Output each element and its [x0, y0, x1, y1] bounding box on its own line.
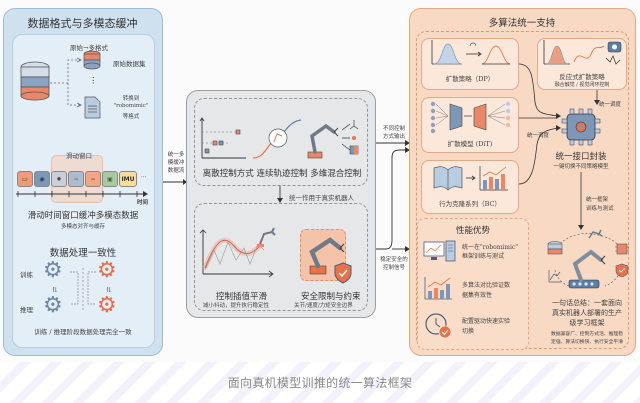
- convert-line3: 等格式: [122, 114, 140, 120]
- monitor-tower-icon: [423, 240, 456, 262]
- unified-interface-chip-icon: [561, 108, 601, 146]
- format-dots: ⋮: [89, 76, 98, 86]
- smoothing-title: 控制插值平滑: [216, 292, 268, 302]
- reactive-dp-label: 反应式扩散策略: [559, 73, 605, 81]
- raw-dataset-icon: [83, 50, 101, 70]
- infer-gear-blue-icon: ⚙: [43, 293, 63, 318]
- reactive-dp-icon: [543, 40, 622, 65]
- interface-title: 统一接口封装: [555, 152, 607, 162]
- summary-line1: 一句话总结：一套面向: [552, 299, 622, 307]
- swap-arrow-left-icon: ⇅: [52, 286, 58, 294]
- summary-detail2: 定强、算法切换快、执行安全平滑: [551, 340, 623, 345]
- document-icon: [84, 96, 101, 119]
- framework-label-2: 训练与测试: [586, 206, 614, 212]
- left-to-mid-label-2: 模缓冲: [167, 160, 185, 166]
- convert-line1: 转换到: [122, 96, 140, 102]
- format-branch-arrows: [50, 57, 82, 108]
- sliding-window-caption: 滑动时间窗口缓冲多模态数据: [27, 211, 139, 221]
- train-label: 训练: [20, 271, 33, 279]
- raw-dataset-label: 原始数据集: [113, 60, 146, 68]
- advantages-card: [417, 218, 529, 350]
- signal-orange-sensor-icon: ~: [85, 171, 101, 187]
- mid-to-right-arrows: [376, 140, 410, 252]
- clock-check-icon: [425, 313, 452, 339]
- sensor-ellipsis: ···: [141, 175, 147, 181]
- advantage-3-line2: 切换: [462, 328, 475, 335]
- summary-detail1: 数据兼容广、控制方式活、推理稳: [551, 332, 623, 337]
- safety-robot-arm-icon: [309, 237, 345, 275]
- algorithm-panel-title: 多算法统一支持: [488, 18, 556, 29]
- dp-distribution-icon: [431, 40, 511, 65]
- safety-title: 安全限制与约束: [301, 292, 361, 302]
- summary-line3: 级学习框架: [569, 319, 605, 327]
- smoothing-chart: [199, 227, 276, 278]
- camera-sensor-icon: ▭: [17, 171, 33, 187]
- source-database-icon: [20, 61, 50, 101]
- consistency-brackets: [70, 268, 96, 310]
- dispatch-label-2: 统一调度: [527, 133, 550, 139]
- consistency-caption: 训练 / 推理阶段数据处理完全一致: [34, 328, 132, 336]
- caption-bar: 面向真机模型训推的统一算法框架: [0, 362, 640, 403]
- summary-robot-illustration: [547, 229, 629, 289]
- advantages-title: 性能优势: [455, 226, 490, 236]
- dit-network-icon: [430, 101, 511, 134]
- advantage-1-line1: 统一在"robomimic": [462, 244, 519, 251]
- bc-book-chart-icon: [433, 166, 508, 191]
- control-modes-caption: 离散控制方式 连续轨迹控制 多维混合控制: [202, 169, 362, 179]
- advantage-1-line2: 框架训练与测试: [462, 253, 505, 260]
- growth-chart-icon: [424, 277, 452, 300]
- dispatch-connectors: [518, 63, 600, 185]
- mid-to-right-bottom-label-2: 控制信号: [382, 265, 405, 271]
- framework-label-1: 统一框架: [586, 197, 609, 203]
- imu-sensor-icon: IMU: [119, 171, 137, 187]
- swap-arrow-right-icon: ⇅: [106, 286, 112, 294]
- mid-to-right-top-label-1: 不同控制: [382, 126, 405, 132]
- time-axis-label: 时间: [137, 200, 149, 206]
- left-to-mid-label-1: 统一多: [167, 152, 185, 158]
- framework-arrow: [578, 172, 584, 230]
- train-gear-orange-icon: ⚙: [97, 258, 117, 283]
- lidar-sensor-icon: ◉: [34, 171, 50, 187]
- chip-sensor-icon: ✹: [51, 171, 67, 187]
- processor-sensor-icon: ▣: [102, 171, 118, 187]
- discrete-control-chart: [199, 117, 246, 159]
- continuous-trajectory-curve: [252, 119, 302, 159]
- summary-line2: 真实机器人部署的生产: [552, 309, 622, 317]
- signal-sensor-icon: ~: [68, 171, 84, 187]
- infer-label: 推理: [20, 306, 33, 314]
- safety-subtitle: 关节/速度/力矩安全边界: [294, 303, 353, 309]
- dp-label: 扩散策略（DP）: [445, 75, 495, 83]
- shield-check-icon: [334, 262, 352, 284]
- dit-label: 扩散模型 (DiT): [447, 140, 493, 148]
- convert-line2: "robomimic": [113, 103, 149, 109]
- mid-to-right-bottom-label-1: 稳定安全的: [380, 257, 408, 263]
- smoothing-subtitle: 减小抖动，提升执行稳定性: [203, 303, 270, 309]
- interface-subtitle: 一键切换不同策略模型: [553, 164, 609, 170]
- format-header: 原始→多格式: [70, 44, 108, 52]
- time-axis: [16, 191, 148, 197]
- left-to-mid-label-3: 数据流: [167, 168, 185, 174]
- consistency-title: 数据处理一致性: [49, 248, 117, 259]
- dit-card: [421, 97, 519, 153]
- mid-internal-arrow: [277, 186, 283, 203]
- mid-to-right-top-label-2: 方式输出: [382, 134, 405, 140]
- control-modes-box: [194, 98, 368, 186]
- advantage-2-line2: 据集有效性: [462, 292, 493, 299]
- bc-label: 行为克隆系列（BC）: [439, 200, 501, 208]
- figure-caption: 面向真机模型训推的统一算法框架: [227, 376, 413, 390]
- infer-gear-orange-icon: ⚙: [97, 293, 117, 318]
- robot-arm-multidim-icon: [307, 120, 359, 159]
- train-gear-blue-icon: ⚙: [43, 258, 63, 283]
- advantage-3-line1: 配置驱动快速实验: [462, 318, 511, 325]
- reactive-dp-subtitle: 融合触觉 / 视觉闭环控制: [554, 82, 610, 88]
- advantage-2-line1: 多算法对比验证数: [462, 282, 511, 289]
- sliding-window-subcaption: 多模态对齐与缓存: [60, 224, 105, 230]
- execution-box: [194, 203, 368, 311]
- data-format-title: 数据格式与多模态缓冲: [27, 17, 138, 30]
- left-to-mid-arrow: [163, 179, 187, 185]
- sliding-window-label: 滑动窗口: [66, 152, 92, 160]
- dispatch-label-1: 统一调度: [599, 102, 622, 108]
- mid-internal-label: 统一作用于真实机器人: [289, 194, 354, 202]
